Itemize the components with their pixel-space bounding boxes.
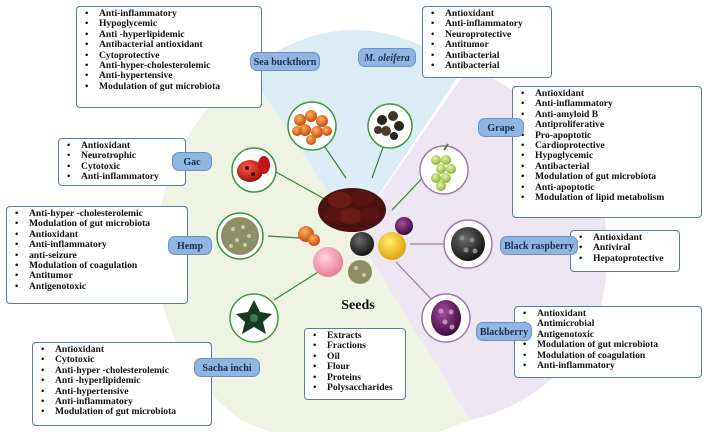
property-item: Anti-hyper -cholesterolemic: [39, 365, 207, 376]
gac-label: Gac: [172, 152, 212, 171]
hemp-seed-image: [216, 212, 264, 260]
property-item: Anti -hyperlipidemic: [83, 29, 257, 40]
property-item: Antioxidant: [519, 88, 697, 99]
property-item: Anti-inflammatory: [65, 171, 181, 182]
property-item: Modulation of gut microbiota: [13, 218, 183, 229]
hemp-label: Hemp: [168, 236, 212, 255]
property-item: Antioxidant: [429, 8, 547, 19]
property-item: Neurotrophic: [65, 150, 181, 161]
grape-properties-box: Antioxidant Anti-inflammatory Anti-amylo…: [512, 86, 702, 218]
property-item: Anti-hyper -cholesterolemic: [13, 208, 183, 219]
property-item: Antibacterial antioxidant: [83, 39, 257, 50]
property-item: Antitumor: [429, 39, 547, 50]
seeds-title: Seeds: [341, 298, 375, 313]
property-item: Antioxidant: [521, 308, 697, 319]
property-item: Antiviral: [577, 242, 675, 253]
product-item: Polysaccharides: [311, 382, 401, 393]
product-item: Flour: [311, 361, 401, 372]
property-item: Antigenotoxic: [13, 281, 183, 292]
property-item: Anti-inflammatory: [39, 396, 207, 407]
property-item: Antibacterial: [519, 161, 697, 172]
hemp-properties-box: Anti-hyper -cholesterolemic Modulation o…: [6, 206, 188, 304]
sea-buckthorn-image: [287, 101, 337, 151]
property-item: Antitumor: [13, 271, 183, 282]
property-item: Modulation of gut microbiota: [521, 339, 697, 350]
products-box: Extracts Fractions Oil Flour Proteins Po…: [304, 328, 406, 400]
property-item: Antibacterial: [429, 60, 547, 71]
grape-image: [419, 143, 469, 195]
property-item: Cytoprotective: [83, 50, 257, 61]
black-raspberry-image: [443, 219, 493, 269]
property-item: Antioxidant: [39, 344, 207, 355]
black-raspberry-label: Black raspberry: [500, 236, 578, 255]
property-item: Anti-hyper-cholesterolemic: [83, 60, 257, 71]
property-item: Antimicrobial: [521, 318, 697, 329]
property-item: Modulation of gut microbiota: [519, 171, 697, 182]
gac-properties-box: Antioxidant Neurotrophic Cytotoxic Anti-…: [58, 138, 186, 186]
property-item: Antioxidant: [65, 140, 181, 151]
product-item: Extracts: [311, 330, 401, 341]
sacha-inchi-image: [229, 293, 279, 343]
property-item: Antiproliferative: [519, 119, 697, 130]
property-item: Neuroprotective: [429, 29, 547, 40]
product-item: Proteins: [311, 372, 401, 383]
moringa-properties-box: Antioxidant Anti-inflammatory Neuroprote…: [422, 6, 552, 78]
property-item: Antibacterial: [429, 50, 547, 61]
moringa-label: M. oleifera: [358, 48, 416, 67]
central-seed-cluster: [298, 188, 413, 284]
sacha-inchi-label: Sacha inchi: [194, 358, 260, 377]
property-item: Pro-apoptotic: [519, 130, 697, 141]
property-item: Anti-apoptotic: [519, 182, 697, 193]
property-item: Anti-amyloid B: [519, 109, 697, 120]
property-item: Cytotoxic: [39, 354, 207, 365]
sacha-inchi-properties-box: Antioxidant Cytotoxic Anti-hyper -choles…: [32, 342, 212, 426]
property-item: Antioxidant: [577, 232, 675, 243]
property-item: Hypoglycemic: [83, 18, 257, 29]
connector-gac: [275, 171, 331, 203]
property-item: Cardioprotective: [519, 140, 697, 151]
background-sector-blue: [248, 30, 462, 232]
black-raspberry-properties-box: Antioxidant Antiviral Hepatoprotective: [570, 230, 680, 272]
property-item: Hepatoprotective: [577, 253, 675, 264]
property-item: Anti-inflammatory: [429, 18, 547, 29]
moringa-seed-image: [367, 103, 413, 149]
property-item: anti-seizure: [13, 250, 183, 261]
property-item: Modulation of gut microbiota: [39, 407, 207, 418]
blackberry-label: Blackberry: [476, 322, 532, 341]
property-item: Anti-inflammatory: [519, 98, 697, 109]
blackberry-properties-box: Antioxidant Antimicrobial Antigenotoxic …: [514, 306, 702, 378]
property-item: Modulation of lipid metabolism: [519, 192, 697, 203]
property-item: Antigenotoxic: [521, 329, 697, 340]
property-item: Modulation of coagulation: [521, 350, 697, 361]
property-item: Anti-hypertensive: [39, 386, 207, 397]
grape-label: Grape: [478, 118, 524, 137]
property-item: Modulation of gut microbiota: [83, 81, 257, 92]
sea-buckthorn-properties-box: Anti-inflammatory Hypoglycemic Anti -hyp…: [76, 6, 262, 108]
property-item: Anti-inflammatory: [13, 239, 183, 250]
property-item: Modulation of coagulation: [13, 260, 183, 271]
property-item: Anti-inflammatory: [83, 8, 257, 19]
property-item: Hypoglycemic: [519, 151, 697, 162]
property-item: Antioxidant: [13, 229, 183, 240]
property-item: Anti -hyperlipidemic: [39, 375, 207, 386]
product-item: Fractions: [311, 340, 401, 351]
connector-hemp: [267, 235, 301, 239]
property-item: Anti-inflammatory: [521, 360, 697, 371]
sea-buckthorn-label: Sea buckthorn: [250, 52, 320, 71]
property-item: Anti-hypertensive: [83, 71, 257, 82]
connector-blackberry: [395, 261, 433, 301]
product-item: Oil: [311, 351, 401, 362]
gac-image: [231, 147, 277, 193]
blackberry-image: [421, 293, 471, 343]
property-item: Cytotoxic: [65, 161, 181, 172]
